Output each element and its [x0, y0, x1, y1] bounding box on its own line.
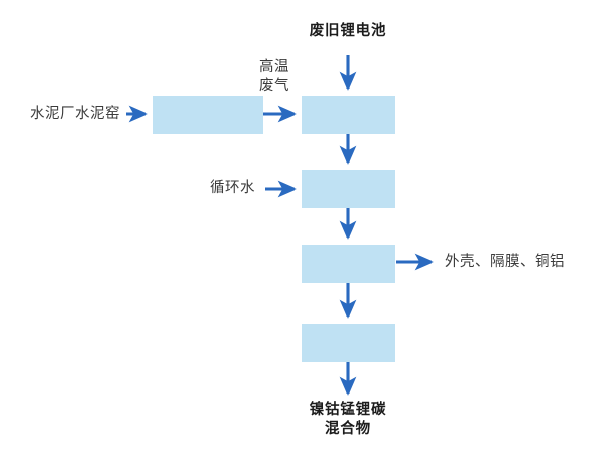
- flow-label-input-waste-battery: 废旧锂电池: [309, 23, 387, 39]
- flow-label-sorted-outputs: 外壳、隔膜、铜铝: [445, 254, 565, 270]
- flow-label-flue-gas: 高温 废气: [259, 59, 289, 94]
- process-node-dust-collector[interactable]: [153, 96, 263, 134]
- process-node-crush[interactable]: [302, 170, 395, 208]
- flow-label-circulating-water: 循环水: [210, 180, 255, 196]
- flow-label-cement-kiln: 水泥厂水泥窑: [30, 106, 120, 122]
- process-node-sort[interactable]: [302, 245, 395, 283]
- process-node-storage[interactable]: [302, 324, 395, 362]
- process-node-preheat[interactable]: [302, 96, 395, 134]
- flow-label-final-product: 镍钴锰锂碳 混合物: [309, 402, 387, 437]
